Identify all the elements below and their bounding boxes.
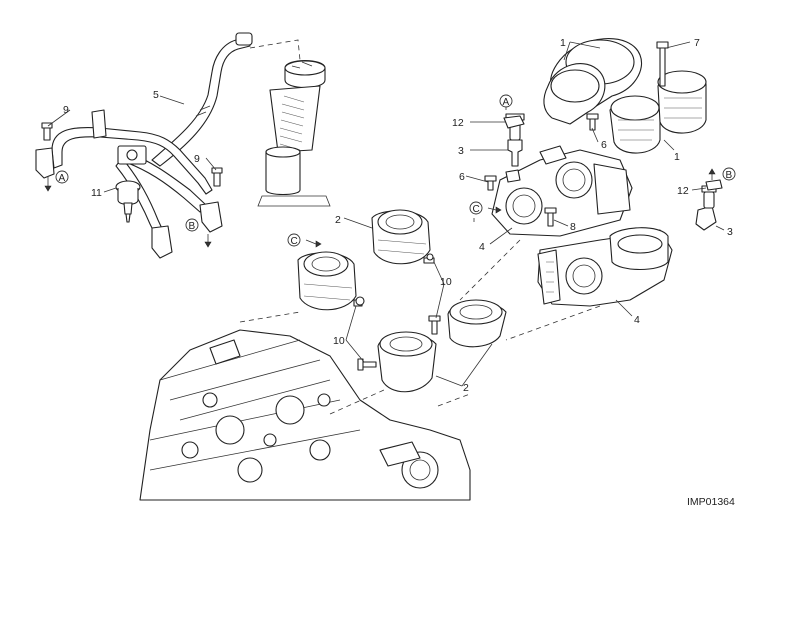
figure-code: IMP01364 (687, 496, 735, 508)
callout-9a: 9 (63, 104, 69, 116)
intake-manifold-right-lower (377, 331, 437, 393)
callout-4b: 4 (634, 314, 640, 326)
callout-10a: 10 (440, 276, 452, 288)
callout-6b: 6 (601, 139, 607, 151)
callout-9b: 9 (194, 153, 200, 165)
clips-12 (503, 115, 723, 191)
fuel-rail-assembly (35, 32, 253, 259)
callout-3a: 3 (458, 145, 464, 157)
callout-11: 11 (91, 187, 102, 199)
throttle-body-lower (537, 227, 673, 307)
alignment-lines (239, 239, 601, 415)
callout-8: 8 (570, 221, 576, 233)
intake-manifold-left-upper (371, 209, 431, 265)
callout-12a: 12 (452, 117, 464, 129)
connector-markers: A B C A B C (55, 94, 736, 247)
intake-manifold-right-upper (447, 299, 507, 348)
connector-a-left: A (59, 173, 66, 184)
leader-lines (47, 41, 725, 387)
connector-b-left: B (189, 221, 196, 232)
callout-2b: 2 (463, 382, 469, 394)
callout-5: 5 (153, 89, 159, 101)
fuel-pump-assembly (249, 39, 331, 207)
intake-manifold-left-lower (297, 251, 357, 311)
engine-cylinder-head (139, 329, 471, 501)
callout-4a: 4 (479, 241, 485, 253)
connector-c-right: C (473, 204, 480, 215)
injector-lower (695, 185, 717, 231)
screws-10 (353, 253, 441, 371)
connector-b-right: B (726, 170, 733, 181)
intake-funnels (543, 38, 707, 154)
callout-3b: 3 (727, 226, 733, 238)
callout-10b: 10 (333, 335, 345, 347)
callout-2a: 2 (335, 214, 341, 226)
callout-1b: 1 (674, 151, 680, 163)
throttle-body-upper (484, 145, 633, 237)
connector-c-left: C (291, 236, 298, 247)
callout-6a: 6 (459, 171, 465, 183)
connector-a-right: A (503, 97, 510, 108)
callout-12b: 12 (677, 185, 689, 197)
callout-labels: 1 1 2 2 3 3 4 4 5 6 6 7 8 9 9 10 10 11 1… (63, 37, 733, 394)
callout-1a: 1 (560, 37, 566, 49)
callout-7: 7 (694, 37, 700, 49)
